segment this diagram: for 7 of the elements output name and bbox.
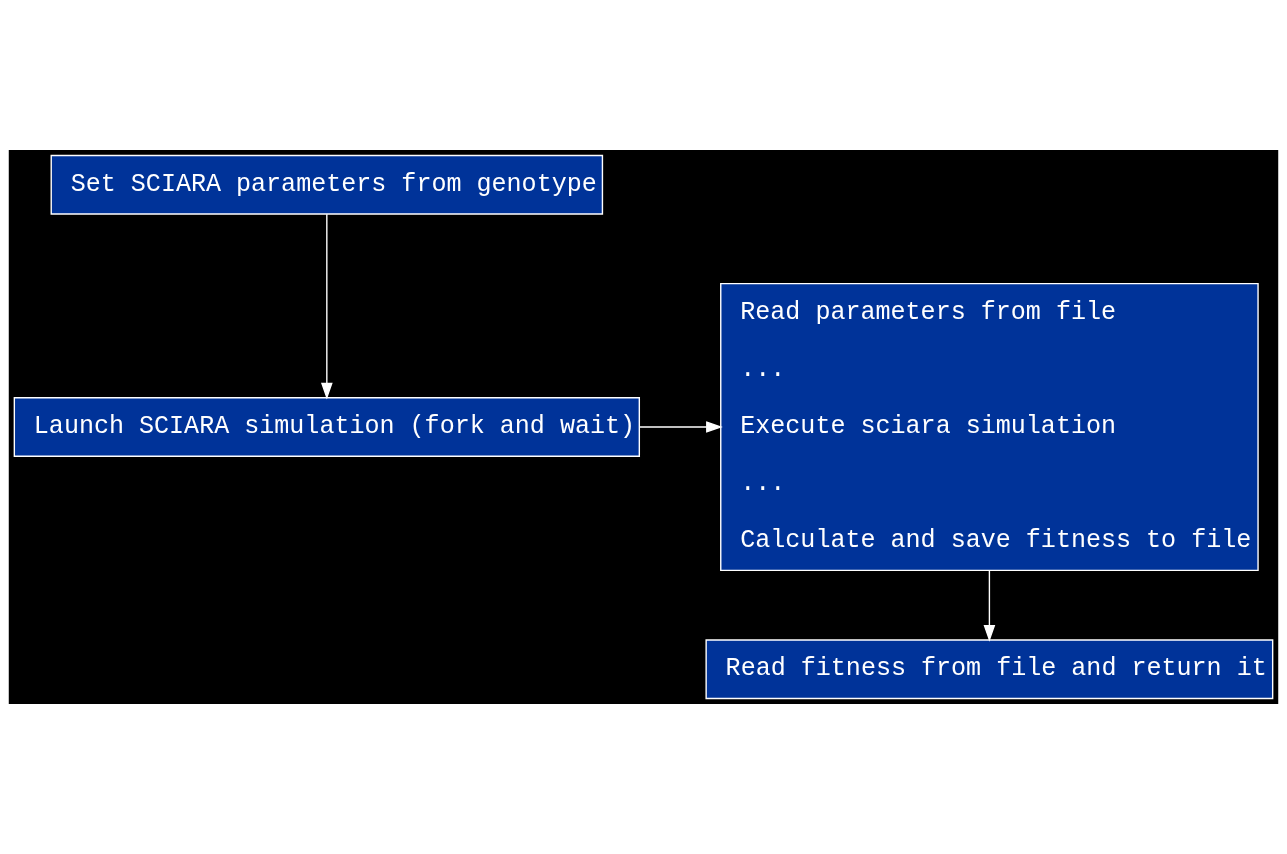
node-box: Read parameters from file ... Execute sciara simulation ... Calculate and save fitness to file [720, 282, 1259, 572]
node-box: Set SCIARA parameters from genotype [50, 154, 604, 215]
arrow [321, 213, 333, 400]
arrow [983, 569, 996, 642]
node-box: Launch SCIARA simulation (fork and wait) [13, 397, 640, 457]
arrow [638, 421, 723, 433]
node-box: Read fitness from file and return it [705, 639, 1274, 700]
